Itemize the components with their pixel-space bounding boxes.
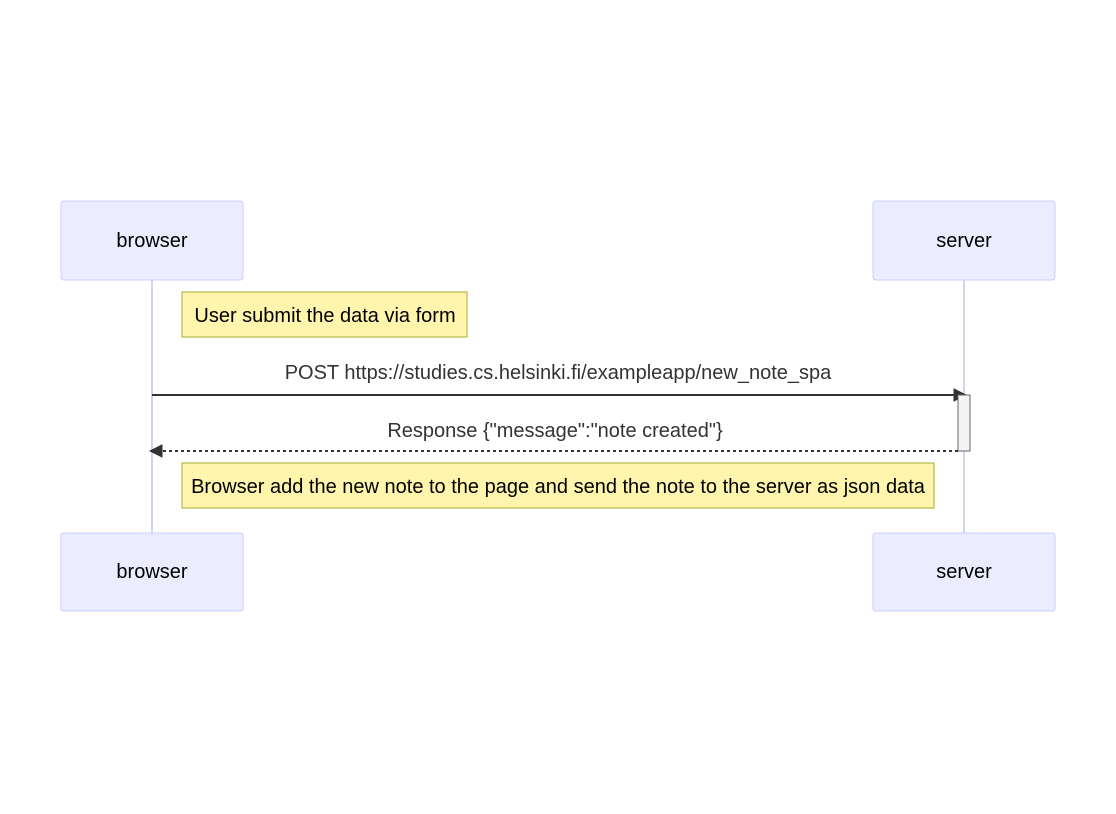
note-browser-add: Browser add the new note to the page and… — [181, 462, 935, 509]
actor-browser-bottom: browser — [60, 532, 244, 612]
actor-server-top: server — [872, 200, 1056, 281]
message-response-label: Response {"message":"note created"} — [387, 420, 723, 442]
note-user-submit-text: User submit the data via form — [194, 305, 455, 327]
note-browser-add-text: Browser add the new note to the page and… — [191, 476, 926, 498]
note-user-submit: User submit the data via form — [181, 291, 468, 338]
actor-server-bottom-label: server — [936, 561, 992, 583]
message-response: Response {"message":"note created"} — [148, 420, 958, 458]
actor-server-top-label: server — [936, 230, 992, 252]
message-post-label: POST https://studies.cs.helsinki.fi/exam… — [285, 362, 832, 384]
actor-server-bottom: server — [872, 532, 1056, 612]
server-activation — [957, 394, 971, 452]
message-post: POST https://studies.cs.helsinki.fi/exam… — [152, 362, 968, 402]
actor-browser-top-label: browser — [116, 230, 187, 252]
actor-browser-top: browser — [60, 200, 244, 281]
message-response-arrowhead — [148, 444, 163, 458]
actor-browser-bottom-label: browser — [116, 561, 187, 583]
